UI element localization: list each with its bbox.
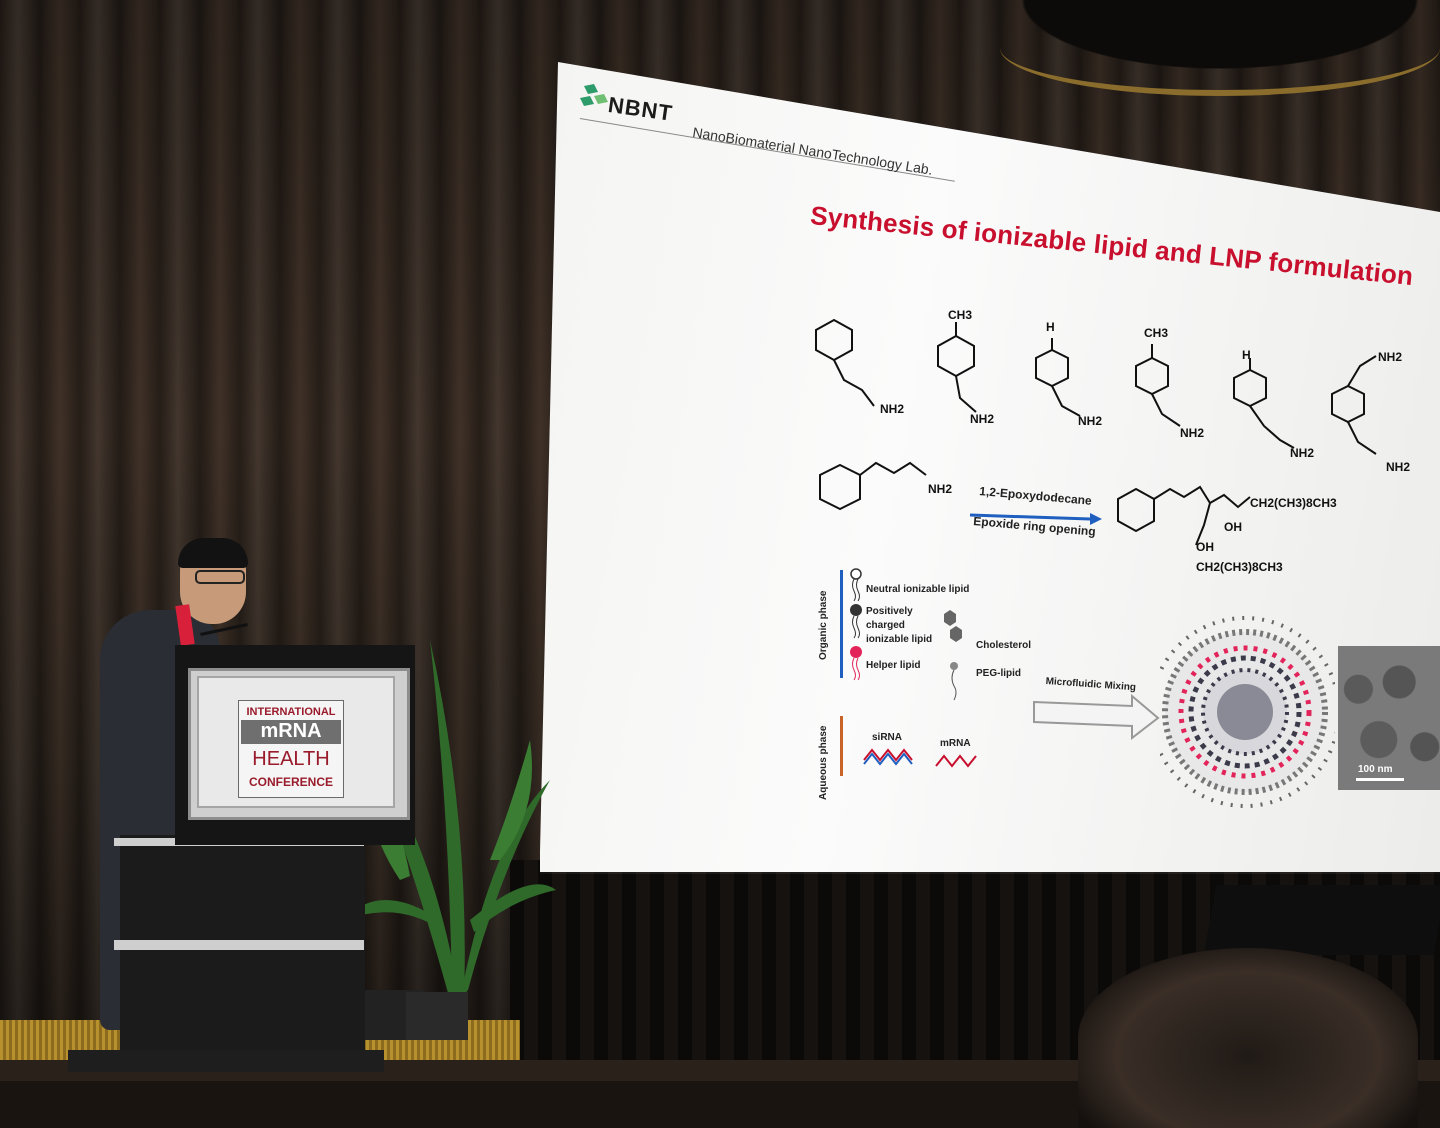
sirna-label: siRNA — [872, 732, 903, 743]
conference-logo-band — [241, 720, 341, 744]
amine-label: NH2 — [1078, 414, 1103, 428]
positive-lipid-label-3: ionizable lipid — [866, 634, 933, 645]
aqueous-phase-bar — [840, 716, 843, 776]
amine-label: NH2 — [880, 402, 905, 416]
positive-lipid-label-1: Positively — [866, 606, 913, 617]
neutral-lipid-label: Neutral ionizable lipid — [866, 584, 970, 595]
amine-label: NH2 — [1180, 426, 1205, 440]
podium-trim — [114, 940, 364, 950]
mixing-arrow-icon — [1033, 693, 1160, 740]
reactant-label: NH2 — [928, 482, 953, 496]
amine-label: NH2 — [1290, 446, 1315, 460]
conference-logo-line-3: HEALTH — [252, 748, 330, 770]
amine-label: NH2 — [1378, 350, 1403, 364]
potted-plant — [344, 640, 556, 1040]
valance-fringe — [1000, 0, 1440, 96]
amine-structures — [815, 318, 1377, 455]
conference-logo — [238, 700, 344, 798]
lipid-icons — [850, 568, 962, 701]
product-label: OH — [1224, 520, 1242, 534]
stage-monitor — [1203, 885, 1440, 955]
reaction-scheme — [819, 461, 1251, 546]
product-label: OH — [1196, 540, 1214, 554]
podium-platform — [68, 1050, 384, 1072]
helper-lipid-label: Helper lipid — [866, 660, 921, 671]
amine-label: CH3 — [1144, 326, 1169, 340]
glasses — [195, 570, 245, 584]
scale-bar — [1356, 778, 1404, 781]
rna-icons — [863, 748, 977, 768]
amine-label: H — [1242, 348, 1251, 362]
mrna-label: mRNA — [940, 738, 971, 749]
conference-logo-line-1: INTERNATIONAL — [246, 706, 336, 718]
organic-phase-bar — [840, 570, 843, 678]
positive-lipid-label-2: charged — [866, 620, 905, 631]
tem-micrograph — [1338, 646, 1440, 790]
amine-label: H — [1046, 320, 1055, 334]
product-label: CH2(CH3)8CH3 — [1250, 496, 1337, 510]
nbnt-logo-icon — [580, 84, 608, 106]
cholesterol-label: Cholesterol — [976, 640, 1032, 651]
organic-phase-label: Organic phase — [818, 590, 829, 660]
peg-lipid-label: PEG-lipid — [976, 668, 1021, 679]
audience-head — [1078, 948, 1418, 1128]
speaker-hair — [178, 538, 248, 568]
amine-label: CH3 — [948, 308, 973, 322]
conference-logo-line-4: CONFERENCE — [248, 775, 333, 789]
amine-label: NH2 — [1386, 460, 1411, 474]
aqueous-phase-label: Aqueous phase — [818, 725, 829, 800]
product-label: CH2(CH3)8CH3 — [1196, 560, 1283, 574]
conference-logo-line-2: mRNA — [260, 720, 322, 742]
scale-bar-label: 100 nm — [1358, 764, 1393, 775]
lnp-particle-illustration — [1160, 616, 1335, 808]
amine-label: NH2 — [970, 412, 995, 426]
